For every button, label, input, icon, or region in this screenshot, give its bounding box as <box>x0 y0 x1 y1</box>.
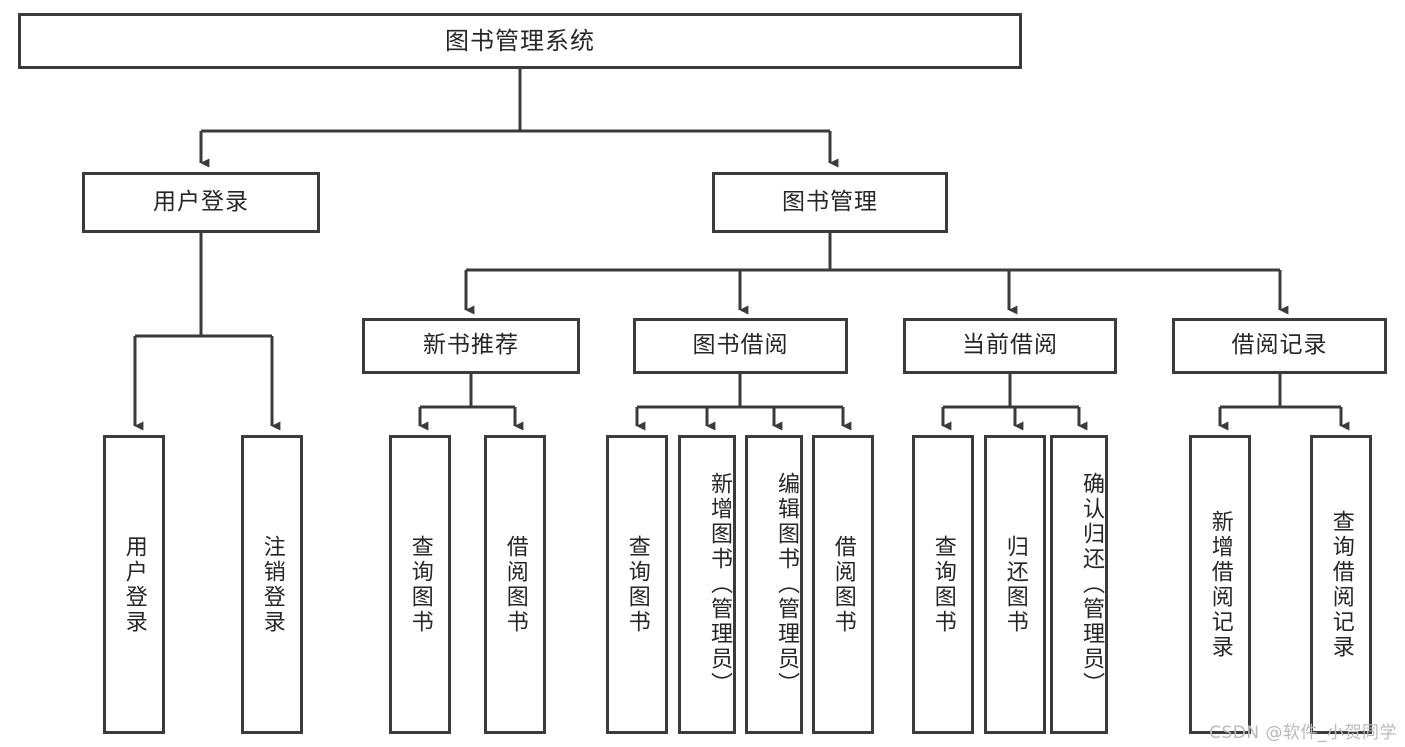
node-leaf-query-book-1-label: 查询图书 <box>407 534 433 635</box>
node-leaf-confirm-return[interactable]: 确认归还（管理员） <box>1050 435 1108 734</box>
node-current-borrow-label: 当前借阅 <box>962 332 1058 359</box>
node-leaf-add-book[interactable]: 新增图书（管理员） <box>678 435 736 734</box>
node-new-book-recommend[interactable]: 新书推荐 <box>362 318 580 374</box>
node-leaf-borrow-book-1[interactable]: 借阅图书 <box>484 435 546 734</box>
node-leaf-return-book-label: 归还图书 <box>1002 534 1028 635</box>
node-leaf-logout-label: 注销登录 <box>259 534 285 635</box>
node-leaf-add-record-label: 新增借阅记录 <box>1207 509 1233 660</box>
node-book-manage[interactable]: 图书管理 <box>712 172 948 233</box>
node-leaf-borrow-book-2-label: 借阅图书 <box>830 534 856 635</box>
node-current-borrow[interactable]: 当前借阅 <box>903 318 1117 374</box>
node-leaf-logout[interactable]: 注销登录 <box>241 435 303 734</box>
node-leaf-user-login[interactable]: 用户登录 <box>103 435 165 734</box>
node-book-borrow-label: 图书借阅 <box>692 332 789 359</box>
node-leaf-query-book-2[interactable]: 查询图书 <box>606 435 668 734</box>
node-borrow-record[interactable]: 借阅记录 <box>1172 318 1387 374</box>
watermark-text: CSDN @软件_小贺同学 <box>1209 723 1397 743</box>
node-leaf-borrow-book-1-label: 借阅图书 <box>502 534 528 635</box>
node-user-login-label: 用户登录 <box>153 188 249 215</box>
node-leaf-query-book-3[interactable]: 查询图书 <box>912 435 974 734</box>
node-root-label: 图书管理系统 <box>445 26 595 55</box>
node-leaf-confirm-return-label: 确认归还（管理员） <box>1079 472 1104 697</box>
node-leaf-query-record[interactable]: 查询借阅记录 <box>1310 435 1372 734</box>
node-leaf-return-book[interactable]: 归还图书 <box>984 435 1046 734</box>
node-leaf-query-book-2-label: 查询图书 <box>624 534 650 635</box>
node-leaf-query-record-label: 查询借阅记录 <box>1328 509 1354 660</box>
node-leaf-edit-book-label: 编辑图书（管理员） <box>774 472 799 697</box>
node-leaf-query-book-1[interactable]: 查询图书 <box>389 435 451 734</box>
node-leaf-borrow-book-2[interactable]: 借阅图书 <box>812 435 874 734</box>
node-user-login[interactable]: 用户登录 <box>82 172 320 233</box>
node-leaf-query-book-3-label: 查询图书 <box>930 534 956 635</box>
node-leaf-edit-book[interactable]: 编辑图书（管理员） <box>745 435 803 734</box>
node-borrow-record-label: 借阅记录 <box>1231 332 1328 359</box>
node-new-book-recommend-label: 新书推荐 <box>423 332 519 359</box>
node-leaf-user-login-label: 用户登录 <box>121 534 147 635</box>
node-leaf-add-record[interactable]: 新增借阅记录 <box>1189 435 1251 734</box>
node-leaf-add-book-label: 新增图书（管理员） <box>707 472 732 697</box>
node-root[interactable]: 图书管理系统 <box>18 13 1022 69</box>
node-book-borrow[interactable]: 图书借阅 <box>633 318 848 374</box>
node-book-manage-label: 图书管理 <box>782 188 878 215</box>
